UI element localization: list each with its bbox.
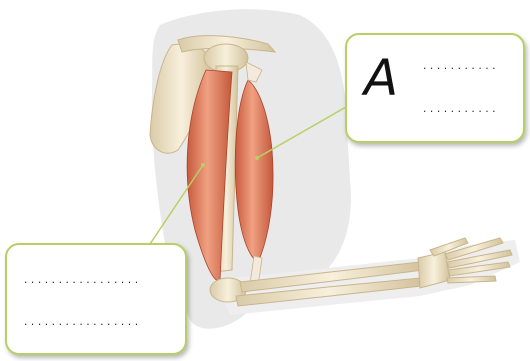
label-box-a: A ........... ........... — [345, 33, 525, 143]
answer-line-b2[interactable]: ................. — [23, 318, 141, 328]
answer-line-a2[interactable]: ........... — [422, 105, 498, 115]
pointer-dot-b — [201, 163, 205, 167]
label-box-b: ................. ................. — [5, 243, 187, 355]
pointer-dot-a — [255, 156, 259, 160]
answer-line-b1[interactable]: ................. — [23, 276, 141, 286]
answer-line-a1[interactable]: ........... — [422, 62, 498, 72]
label-letter-a: A — [364, 53, 398, 103]
